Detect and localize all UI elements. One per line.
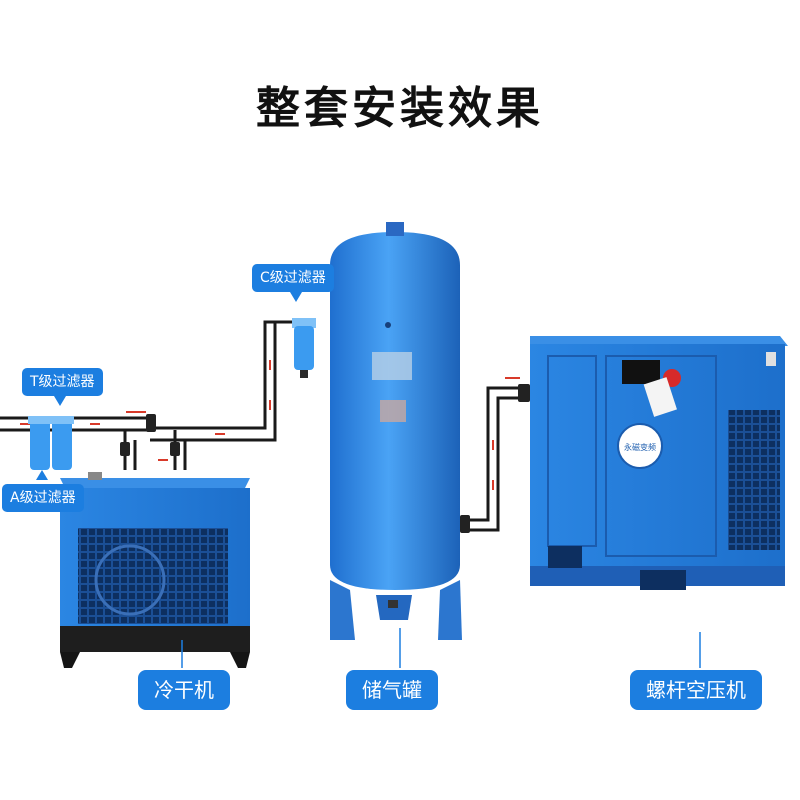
pipe-valves	[120, 384, 530, 533]
label-tank: 储气罐	[346, 670, 438, 710]
label-compressor: 螺杆空压机	[630, 670, 762, 710]
pipe-network	[0, 320, 525, 532]
screw-air-compressor: 永磁变频	[530, 336, 788, 590]
label-a-filter: A级过滤器	[2, 484, 84, 512]
t-a-filters	[28, 416, 74, 470]
label-pointers	[36, 292, 302, 480]
c-filter	[292, 318, 316, 378]
refrigerated-dryer	[60, 472, 250, 668]
label-dryer: 冷干机	[138, 670, 230, 710]
label-c-filter: C级过滤器	[252, 264, 334, 292]
label-connectors	[181, 628, 701, 668]
air-storage-tank	[330, 222, 462, 640]
compressor-badge-text: 永磁变频	[624, 442, 656, 452]
label-t-filter: T级过滤器	[22, 368, 103, 396]
page-title: 整套安装效果	[256, 83, 544, 134]
